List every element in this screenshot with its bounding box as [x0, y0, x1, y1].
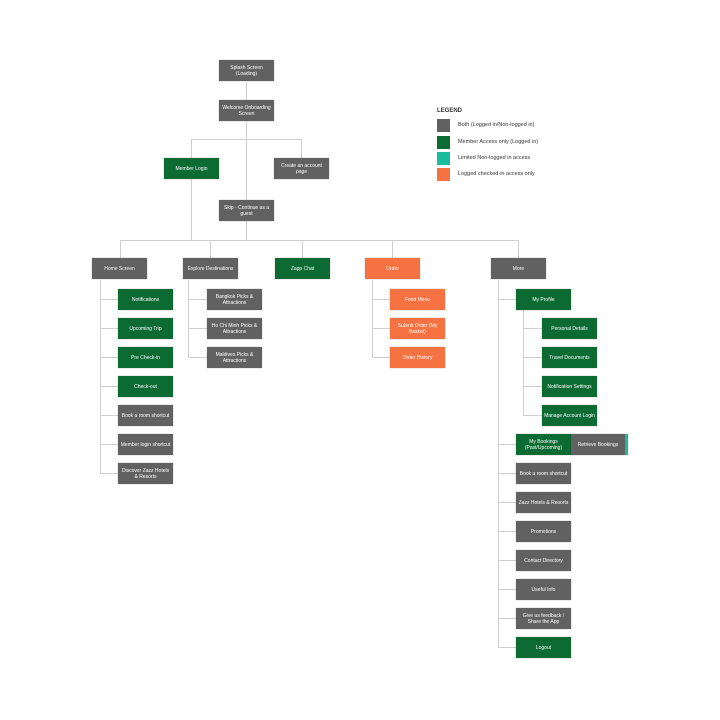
more-child-node: Promotions [516, 521, 571, 542]
profile-child-node: Manage Account Login [542, 405, 597, 426]
connector [100, 473, 118, 474]
connector [120, 240, 121, 258]
more-child-node: Contact Directory [516, 550, 571, 571]
connector [210, 240, 211, 258]
order-node: Order [365, 258, 420, 279]
member-login-node: Member Login [164, 158, 219, 179]
more-node: More [491, 258, 546, 279]
profile-child-node: Notification Settings [542, 376, 597, 397]
connector [246, 82, 247, 240]
splash-screen-node: Splash Screen (Loading) [219, 60, 274, 81]
home-child-node: Notifications [118, 289, 173, 310]
connector [498, 618, 516, 619]
order-child-node: Submit Order (My Basket) [390, 318, 445, 339]
legend-label: Logged checked-in access only [458, 171, 535, 177]
connector [301, 139, 302, 158]
explore-child-node: Bangkok Picks & Attractions [207, 289, 262, 310]
order-child-node: Food Menu [390, 289, 445, 310]
connector [188, 357, 207, 358]
connector [518, 240, 519, 258]
my-bookings-node: My Bookings (Past/Upcoming) [516, 434, 571, 455]
home-child-node: Discover Zazz Hotels & Resorts [118, 463, 173, 484]
home-child-node: Member login shortcut [118, 434, 173, 455]
connector [498, 444, 516, 445]
more-child-node: Give us feedback / Share the App [516, 608, 571, 629]
connector [100, 357, 118, 358]
more-child-node: Logout [516, 637, 571, 658]
legend-label: Limited Non-logged in access [458, 155, 531, 161]
connector [392, 240, 393, 258]
zapp-chat-node: Zapp Chat [275, 258, 330, 279]
connector [498, 502, 516, 503]
legend-swatch-both [437, 119, 450, 132]
my-profile-node: My Profile [516, 289, 571, 310]
connector [498, 647, 516, 648]
connector [188, 299, 207, 300]
retrieve-bookings-node: Retrieve Bookings [571, 434, 628, 455]
connector [372, 299, 390, 300]
connector [100, 328, 118, 329]
connector [498, 531, 516, 532]
connector [372, 328, 390, 329]
explore-child-node: Ho Chi Minh Picks & Attractions [207, 318, 262, 339]
connector [523, 310, 524, 416]
profile-child-node: Travel Documents [542, 347, 597, 368]
legend-label: Member Access only (Logged in) [458, 139, 539, 145]
connector [523, 386, 542, 387]
connector [188, 328, 207, 329]
connector [498, 473, 516, 474]
connector [100, 415, 118, 416]
welcome-node: Welcome Onboarding Screen [219, 100, 274, 121]
more-child-node: Useful Info [516, 579, 571, 600]
legend-title: LEGEND [437, 108, 463, 114]
explore-child-node: Maldives Picks & Attractions [207, 347, 262, 368]
connector [100, 299, 118, 300]
connector [498, 280, 499, 648]
order-child-node: Order History [390, 347, 445, 368]
connector [523, 357, 542, 358]
home-child-node: Book a room shortcut [118, 405, 173, 426]
profile-child-node: Personal Details [542, 318, 597, 339]
explore-node: Explore Destinations [183, 258, 238, 279]
connector [100, 444, 118, 445]
create-account-node: Create an account page [274, 158, 329, 179]
legend-swatch-limited [437, 152, 450, 165]
legend-swatch-member [437, 136, 450, 149]
connector [372, 357, 390, 358]
skip-guest-node: Skip - Continue as a guest [219, 200, 274, 221]
connector [188, 280, 189, 358]
home-child-node: Upcoming Trip [118, 318, 173, 339]
more-child-node: Zazz Hotels & Resorts [516, 492, 571, 513]
connector [100, 386, 118, 387]
connector [498, 560, 516, 561]
connector [191, 139, 301, 140]
home-child-node: Pre Check-in [118, 347, 173, 368]
home-child-node: Check-out [118, 376, 173, 397]
more-child-node: Book a room shortcut [516, 463, 571, 484]
legend-label: Both (Logged in/Non-logged in) [458, 122, 535, 128]
connector [191, 139, 192, 240]
connector [498, 589, 516, 590]
home-screen-node: Home Screen [92, 258, 147, 279]
legend-swatch-checked-in [437, 168, 450, 181]
connector [302, 240, 303, 258]
connector [372, 280, 373, 358]
connector [498, 299, 516, 300]
connector [100, 280, 101, 474]
connector [523, 328, 542, 329]
connector [523, 415, 542, 416]
connector [120, 240, 518, 241]
